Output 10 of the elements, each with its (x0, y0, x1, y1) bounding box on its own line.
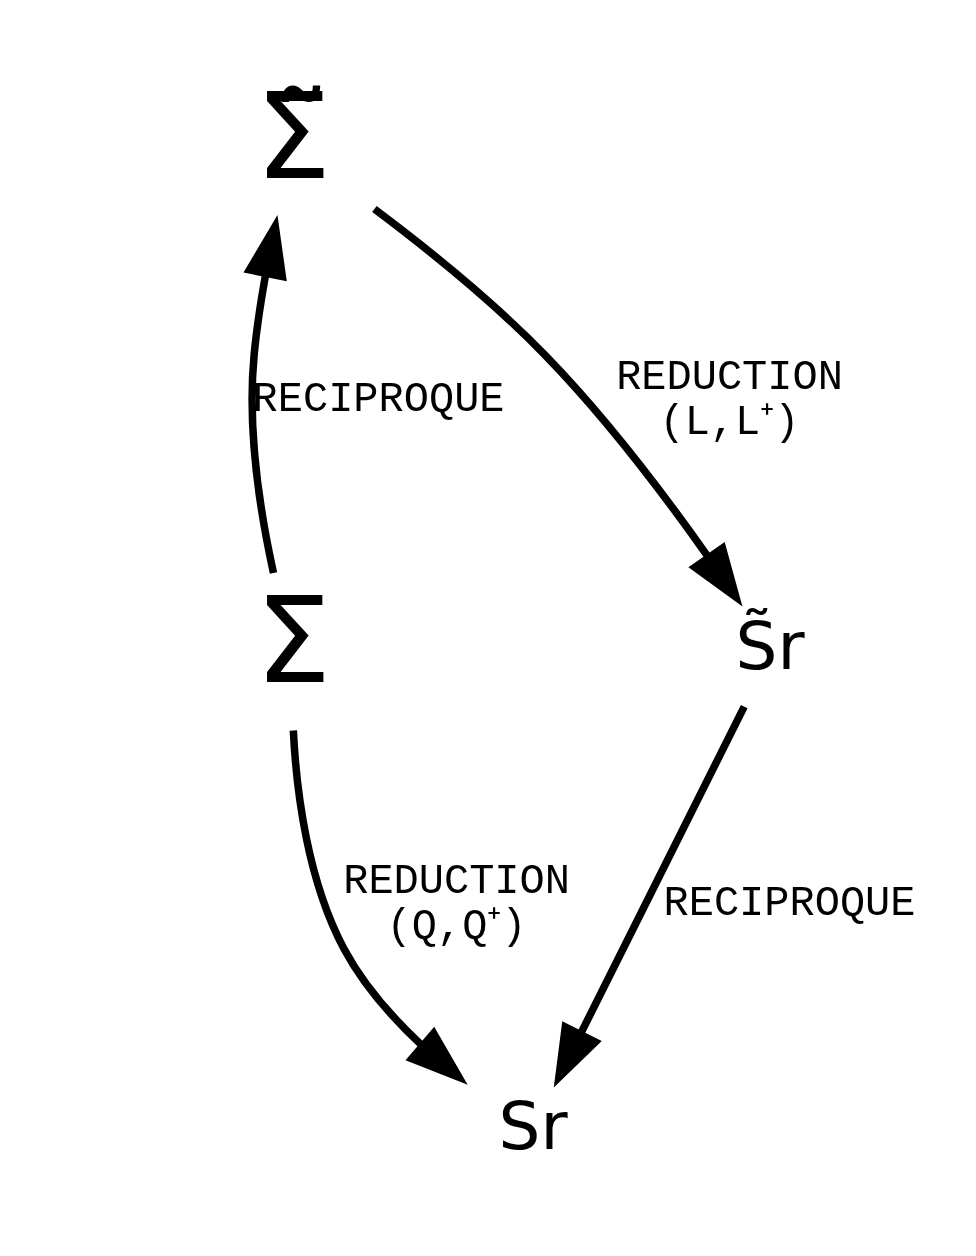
arrow (553, 704, 748, 1088)
node-text: Σ (254, 570, 331, 710)
edge-label: RECIPROQUE (663, 880, 915, 929)
arrow (242, 215, 287, 574)
node-text: Sr (498, 1087, 568, 1165)
edge-label: REDUCTION (Q,Q⁺) (342, 857, 570, 951)
arrow (371, 206, 742, 607)
edge-label: REDUCTION (L,L⁺) (615, 353, 843, 447)
node-text: Σ̃ (254, 67, 331, 207)
node-text: S̃r (735, 607, 805, 685)
